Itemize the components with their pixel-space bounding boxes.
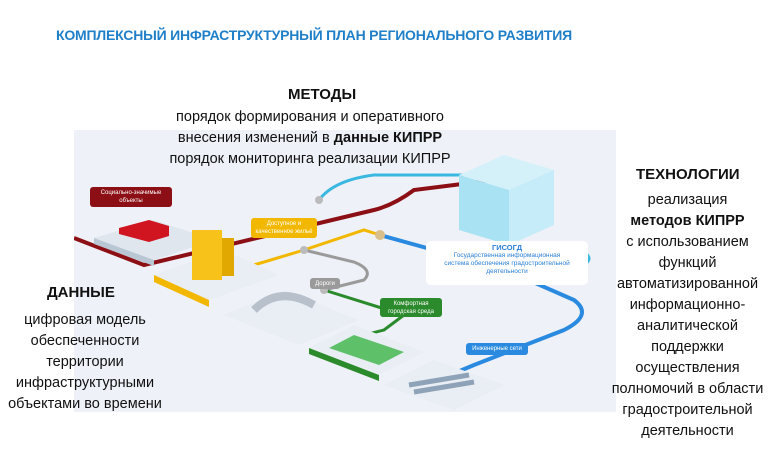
tech-line: автоматизированной (616, 276, 759, 292)
tech-line: функций (658, 255, 717, 271)
social-line (73, 178, 495, 268)
data-line: инфраструктурными (15, 375, 155, 391)
methods-line: порядок мониторинга реализации КИПРР (169, 151, 451, 167)
infrastructure-diagram: Социально-значимые объекты Доступное и к… (73, 130, 616, 412)
tech-line: поддержки (651, 339, 724, 355)
tech-line: деятельности (641, 423, 734, 439)
tech-line: аналитической (637, 318, 738, 334)
tech-text: реализация методов КИПРР с использование… (600, 190, 775, 442)
label-social-objects: Социально-значимые объекты (90, 187, 172, 207)
tech-line: осуществления (635, 360, 740, 376)
data-heading: ДАННЫЕ (47, 284, 115, 301)
tech-line: методов КИПРР (630, 213, 745, 229)
methods-line: порядок формирования и оперативного (176, 109, 444, 125)
gisogd-card: ГИСОГД Государственная информационная си… (426, 241, 588, 285)
tech-line: с использованием (626, 234, 749, 250)
networks-line (379, 233, 584, 392)
gisogd-cube (459, 155, 554, 245)
gisogd-text: Государственная информационная система о… (444, 252, 570, 275)
roads-line (303, 248, 369, 292)
tech-heading: ТЕХНОЛОГИИ (636, 166, 740, 183)
tech-line: реализация (647, 192, 728, 208)
data-line: объектами во времени (8, 396, 162, 412)
slide-title: КОМПЛЕКСНЫЙ ИНФРАСТРУКТУРНЫЙ ПЛАН РЕГИОН… (56, 27, 572, 43)
data-text: цифровая модель обеспеченности территори… (0, 310, 170, 415)
methods-line2-bold: данные КИПРР (333, 130, 443, 146)
data-line: обеспеченности (30, 333, 140, 349)
gisogd-title: ГИСОГД (491, 243, 523, 252)
label-roads: Дороги (310, 278, 340, 289)
methods-line: внесения изменений в данные КИПРР (150, 128, 470, 149)
label-networks: Инженерные сети (466, 343, 528, 355)
label-housing: Доступное и качественное жильё (251, 218, 317, 238)
tech-line: градостроительной (622, 402, 753, 418)
tech-line: информационно- (629, 297, 746, 313)
methods-text: порядок формирования и оперативного внес… (150, 107, 470, 170)
methods-line2-text: внесения изменений в (177, 130, 334, 146)
tech-line: полномочий в области (611, 381, 764, 397)
data-line: территории (46, 354, 124, 370)
data-line: цифровая модель (24, 312, 146, 328)
methods-heading: МЕТОДЫ (288, 86, 357, 103)
label-comfort: Комфортная городская среда (380, 298, 442, 317)
